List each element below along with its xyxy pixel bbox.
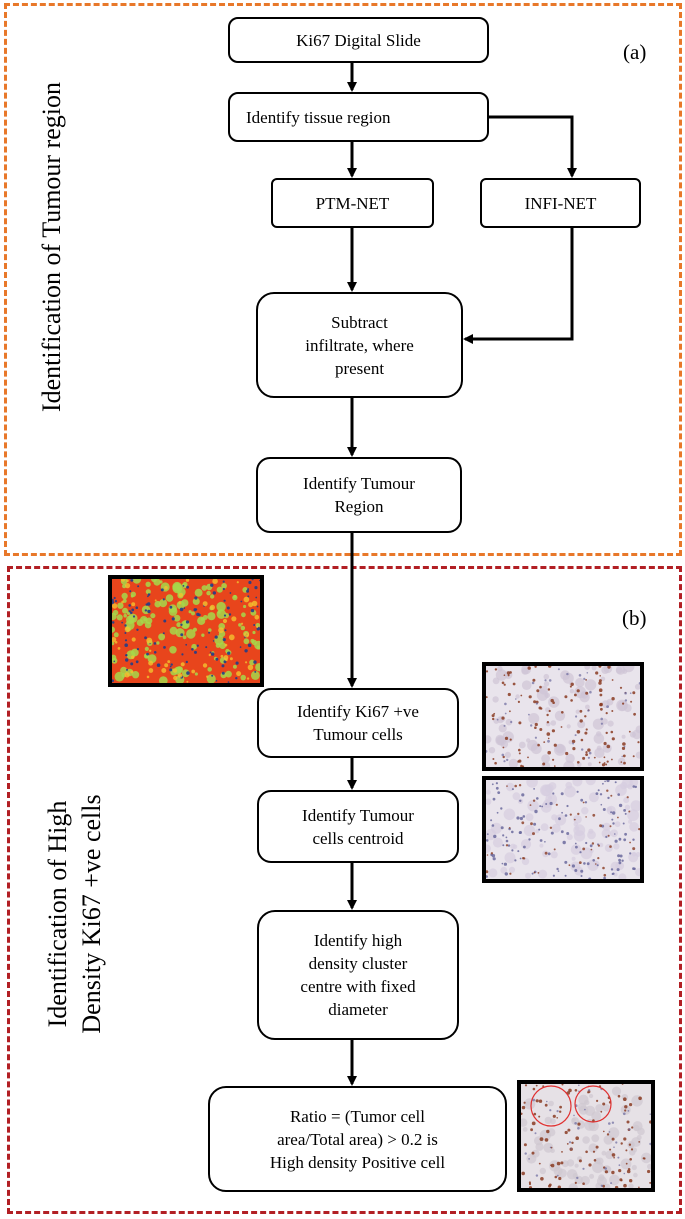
- arrow-infi-to-subtract: [463, 228, 574, 344]
- high-density-cluster-image: [517, 1080, 655, 1192]
- node-infi-net: INFI-NET: [480, 178, 641, 228]
- cluster-circle: [574, 1085, 612, 1123]
- node-ki67-digital-slide: Ki67 Digital Slide: [228, 17, 489, 63]
- ki67-stained-tissue-image: [482, 662, 644, 771]
- panel-a-tag: (a): [623, 40, 647, 64]
- heatmap-image: [108, 575, 264, 687]
- node-identify-tumour-region: Identify Tumour Region: [256, 457, 462, 533]
- tumour-centroid-tissue-image: [482, 776, 644, 883]
- node-subtract-infiltrate: Subtract infiltrate, where present: [256, 292, 463, 398]
- cluster-circle: [530, 1085, 572, 1127]
- arrow-tissue-to-infi: [489, 115, 577, 178]
- panel-b-tag: (b): [622, 606, 647, 630]
- node-identify-cluster: Identify high density cluster centre wit…: [257, 910, 459, 1040]
- node-identify-centroid: Identify Tumour cells centroid: [257, 790, 459, 863]
- node-ptm-net: PTM-NET: [271, 178, 434, 228]
- node-ratio-threshold: Ratio = (Tumor cell area/Total area) > 0…: [208, 1086, 507, 1192]
- node-identify-ki67-cells: Identify Ki67 +ve Tumour cells: [257, 688, 459, 758]
- node-identify-tissue-region: Identify tissue region: [228, 92, 489, 142]
- panel-b-high-density: [7, 566, 682, 1214]
- panel-a-tumour-region: [4, 3, 682, 556]
